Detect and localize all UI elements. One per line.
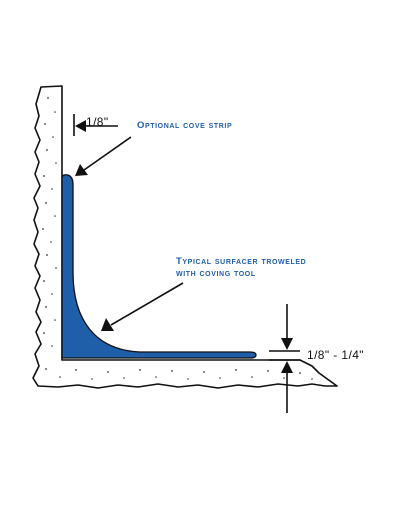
thickness-lower-arrowhead [281,361,293,373]
surfacer-callout-line-2: with coving tool [176,267,256,279]
cove-surfacer [61,174,257,359]
gap-dimension-arrowhead [75,120,86,132]
surfacer-callout: Typical surfacer troweled with coving to… [176,256,306,280]
thickness-upper-arrowhead [281,338,293,350]
cove-strip-leader-arrowhead [75,164,88,176]
cove-strip-leader-line [83,136,132,171]
concrete-stipple [42,97,313,380]
gap-dimension-label: 1/8" [86,115,109,129]
cove-strip-callout: Optional cove strip [137,120,233,131]
surfacer-leader-arrowhead [101,318,114,331]
surfacer-callout-line-1: Typical surfacer troweled [176,256,307,267]
surfacer-leader-line [110,282,184,326]
concrete-wall-and-slab [32,85,338,389]
thickness-dimension-label: 1/8" - 1/4" [307,348,364,362]
